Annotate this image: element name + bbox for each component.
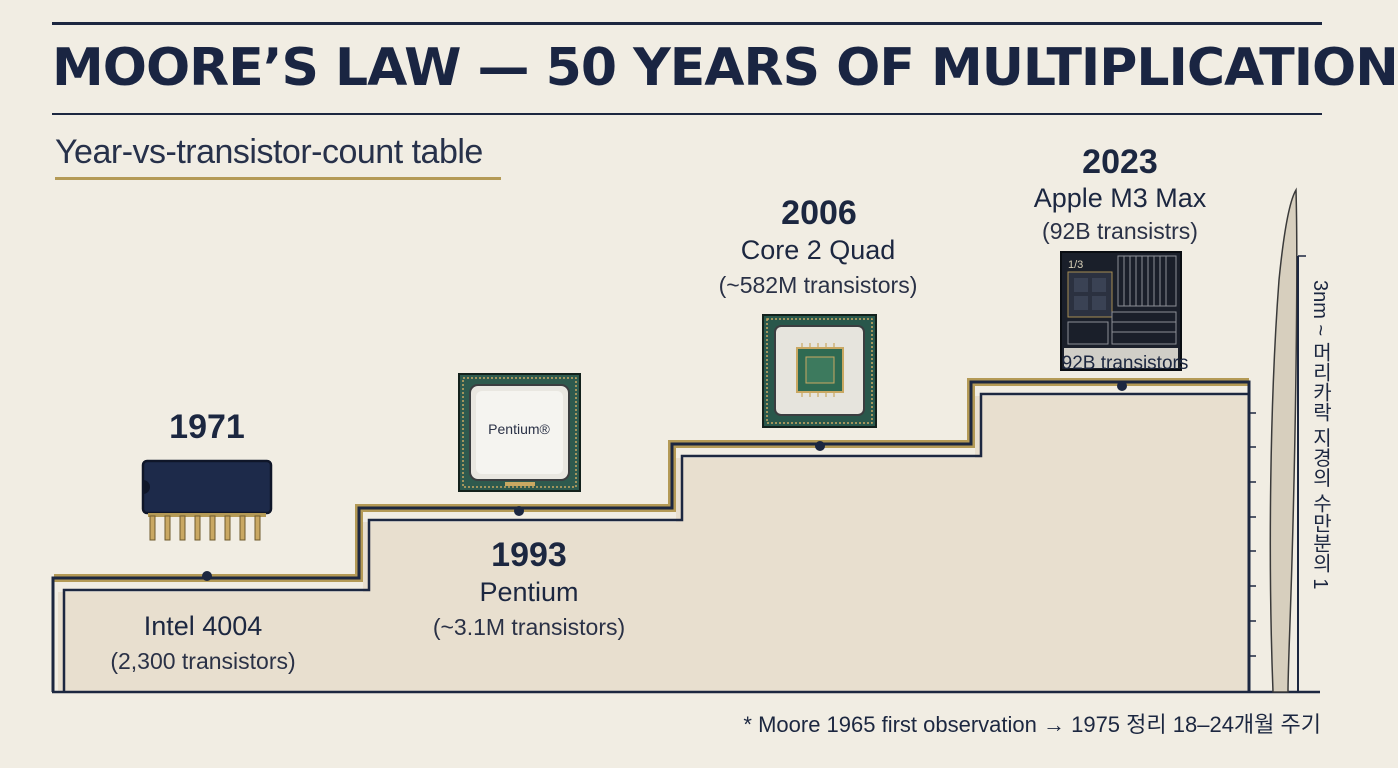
core2quad-chip-icon bbox=[762, 314, 877, 428]
core2quad-count: (~582M transistors) bbox=[718, 272, 918, 298]
year-2006-label: 2006 bbox=[781, 194, 857, 232]
year-1971-label: 1971 bbox=[169, 408, 245, 446]
intel-4004-name: Intel 4004 bbox=[143, 611, 263, 641]
title-underline bbox=[52, 113, 1322, 115]
pentium-chip-label: Pentium® bbox=[488, 421, 550, 437]
scale-side-label: 3nm ~ 머리카락 지경의 수만분의 1 bbox=[1309, 280, 1331, 590]
pentium-count: (~3.1M transistors) bbox=[432, 614, 626, 640]
pentium-name: Pentium bbox=[479, 577, 579, 607]
m3-max-die-icon: 1/3 bbox=[1060, 251, 1182, 371]
subtitle-underline bbox=[55, 177, 501, 180]
top-rule bbox=[52, 22, 1322, 25]
intel-4004-count: (2,300 transistors) bbox=[110, 648, 296, 674]
m3-chip-caption: 92B transistors bbox=[1062, 353, 1189, 374]
m3-chip-corner-label: 1/3 bbox=[1068, 259, 1083, 271]
step-dot-1971 bbox=[202, 571, 212, 581]
footnote: * Moore 1965 first observation → 1975 정리… bbox=[743, 712, 1321, 737]
page-title: MOORE’S LAW — 50 YEARS OF MULTIPLICATION bbox=[52, 38, 1398, 98]
subtitle: Year-vs-transistor-count table bbox=[55, 133, 483, 171]
step-dot-2006 bbox=[815, 441, 825, 451]
step-dot-2023 bbox=[1117, 381, 1127, 391]
year-1993-label: 1993 bbox=[491, 536, 567, 574]
core2quad-name: Core 2 Quad bbox=[740, 235, 896, 265]
scale-hair-icon bbox=[1249, 187, 1306, 693]
staircase-fill bbox=[58, 396, 1249, 692]
intel-4004-chip-icon bbox=[141, 459, 273, 541]
pentium-chip-icon bbox=[458, 373, 581, 492]
staircase-inner-outline bbox=[62, 392, 1249, 692]
m3-max-name: Apple M3 Max bbox=[1033, 183, 1207, 213]
year-2023-label: 2023 bbox=[1082, 143, 1158, 181]
step-dot-1993 bbox=[514, 506, 524, 516]
m3-max-count: (92B transistrs) bbox=[1042, 218, 1198, 244]
